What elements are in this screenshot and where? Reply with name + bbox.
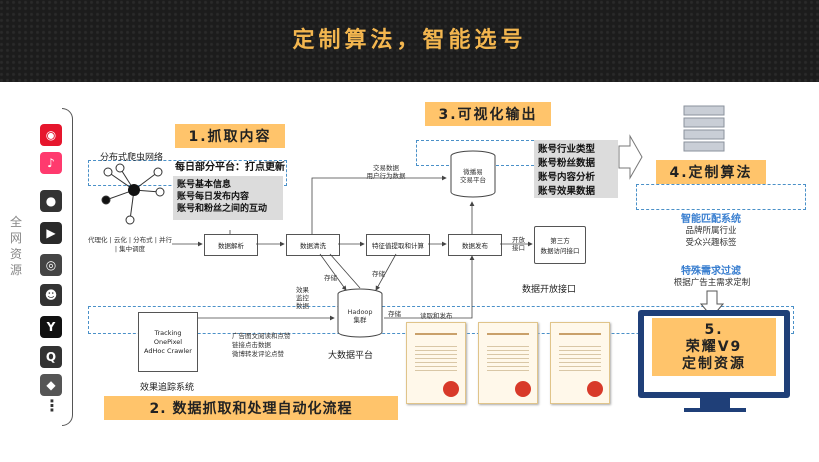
output-items-box: 账号行业类型 账号粉丝数据 账号内容分析 账号效果数据 [534,140,618,198]
step2-label: 2. 数据抓取和处理自动化流程 [104,396,398,420]
certificate-image-2 [478,322,538,404]
step5-line1: 5. [704,321,724,338]
clean-box: 数据清洗 [286,234,340,256]
trade-data-label: 交易数据 用户行为数据 [366,164,406,180]
open-interface-label: 数据开放接口 [522,285,577,295]
smart-match-line: 受众兴趣标签 [685,238,737,248]
hadoop-db-icon [337,288,383,338]
trading-platform-label: 微播易 交易平台 [460,168,486,184]
step5-line3: 定制资源 [682,355,746,372]
store-label-1: 存储 [324,274,337,282]
douyin-icon: ♪ [40,152,62,174]
publish-box: 数据发布 [448,234,502,256]
youku-icon: ◆ [40,374,62,396]
store-label-3: 存储 [388,310,401,318]
open-interface-small: 开放 接口 [512,236,525,252]
step5-label: 5. 荣耀V9 定制资源 [652,318,776,376]
bigdata-platform-label: 大数据平台 [328,351,374,361]
crawl-item: 账号每日发布内容 [177,192,250,202]
tracking-box: Tracking OnePixel AdHoc Crawler [138,312,198,372]
daily-update-text: 每日部分平台：打点更新 [175,162,285,173]
yi-icon: Y [40,316,62,338]
step4-label: 4.定制算法 [656,160,766,184]
read-publish-label: 读取和发布 [420,312,453,320]
monitor-stand [700,398,730,408]
parse-box: 数据解析 [204,234,258,256]
tracking-system-label: 效果追踪系统 [140,383,195,393]
certificate-image-1 [406,322,466,404]
output-item: 账号内容分析 [538,172,596,183]
effect-monitor-label: 效果 监控 数据 [296,286,309,310]
crawler-network-graph [101,163,165,225]
feature-box: 特征值提取和计算 [366,234,430,256]
server-stack-icon [683,105,725,152]
crawl-item: 账号和粉丝之间的互动 [177,204,268,214]
algo-band [636,184,806,210]
crawl-items-box: 账号基本信息 账号每日发布内容 账号和粉丝之间的互动 [173,176,283,220]
owl-icon: ◎ [40,254,62,276]
smart-match-title: 智能匹配系统 [681,214,741,225]
more-icon: ⋮ [44,396,60,415]
right-arrow-icon [618,134,643,180]
output-item: 账号粉丝数据 [538,158,596,169]
trading-platform-db-icon [450,150,496,198]
monitor-base [684,408,746,412]
crawl-item: 账号基本信息 [177,180,232,190]
header-banner [0,0,819,82]
hadoop-label: Hadoop 集群 [347,308,373,324]
store-label-2: 存储 [372,270,385,278]
sidebar-vertical-label: 全网资源 [9,215,22,277]
third-party-box: 第三方 数据访问接口 [534,226,586,264]
page-title: 定制算法，智能选号 [292,28,527,53]
certificate-image-3 [550,322,610,404]
camera-icon: ● [40,190,62,212]
special-filter-title: 特殊需求过滤 [681,266,741,277]
iqiyi-icon: Q [40,346,62,368]
step5-line2: 荣耀V9 [685,338,743,355]
output-item: 账号行业类型 [538,144,596,155]
weibo-icon: ◉ [40,124,62,146]
output-item: 账号效果数据 [538,186,596,197]
proxy-text: 代理化 | 云化 | 分布式 | 并行 | 集中调度 [88,236,172,253]
smart-match-line: 品牌所属行业 [685,226,737,236]
video-camera-icon: ▶ [40,222,62,244]
bilibili-icon: ☻ [40,284,62,306]
step3-label: 3.可视化输出 [425,102,551,126]
step1-label: 1.抓取内容 [175,124,285,148]
crawler-network-label: 分布式爬虫网络 [100,153,164,163]
ad-data-lines: 广告图文阅读和点赞 链接点击数据 微博转发评论点赞 [232,332,291,358]
special-filter-line: 根据广告主需求定制 [673,278,751,288]
